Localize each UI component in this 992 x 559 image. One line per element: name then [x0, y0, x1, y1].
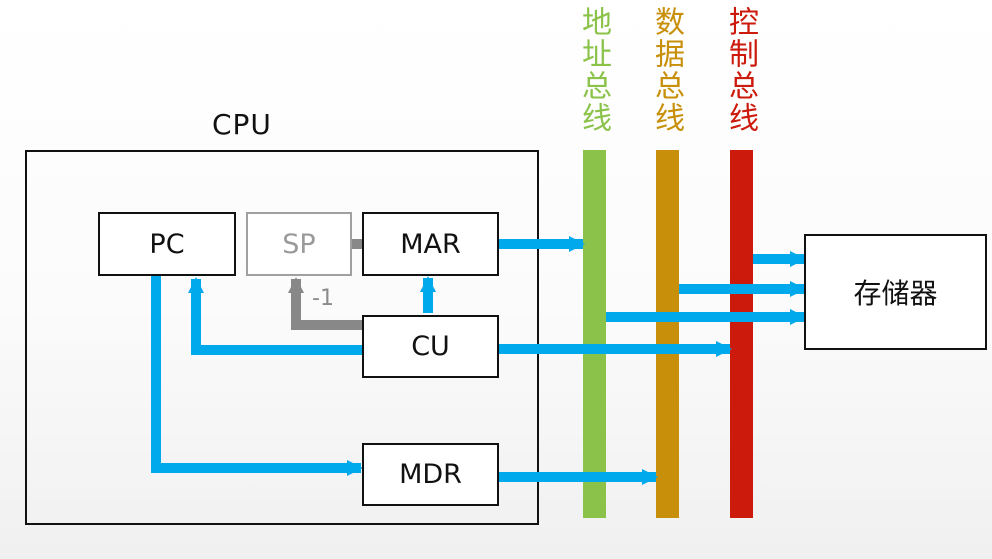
control-bus [730, 150, 753, 518]
data-bus [656, 150, 679, 518]
pc-to-mdr-arrow [151, 276, 363, 476]
memory-box: 存储器 [804, 234, 987, 350]
mdr-register: MDR [362, 443, 499, 506]
cu-register: CU [362, 315, 499, 378]
decrement-label: -1 [312, 286, 334, 311]
control-bus-label: 控制总线 [723, 6, 758, 134]
data-bus-label: 数据总线 [649, 6, 684, 134]
cpu-label: CPU [212, 108, 272, 141]
pc-register: PC [98, 212, 236, 276]
cpu-box [25, 150, 539, 525]
address-bus-label: 地址总线 [576, 6, 611, 134]
cu-to-pc-arrow [188, 277, 362, 355]
cu-decrement-sp-arrow [288, 277, 362, 330]
mar-register: MAR [362, 212, 499, 276]
address-bus [583, 150, 606, 518]
sp-register: SP [246, 212, 352, 276]
